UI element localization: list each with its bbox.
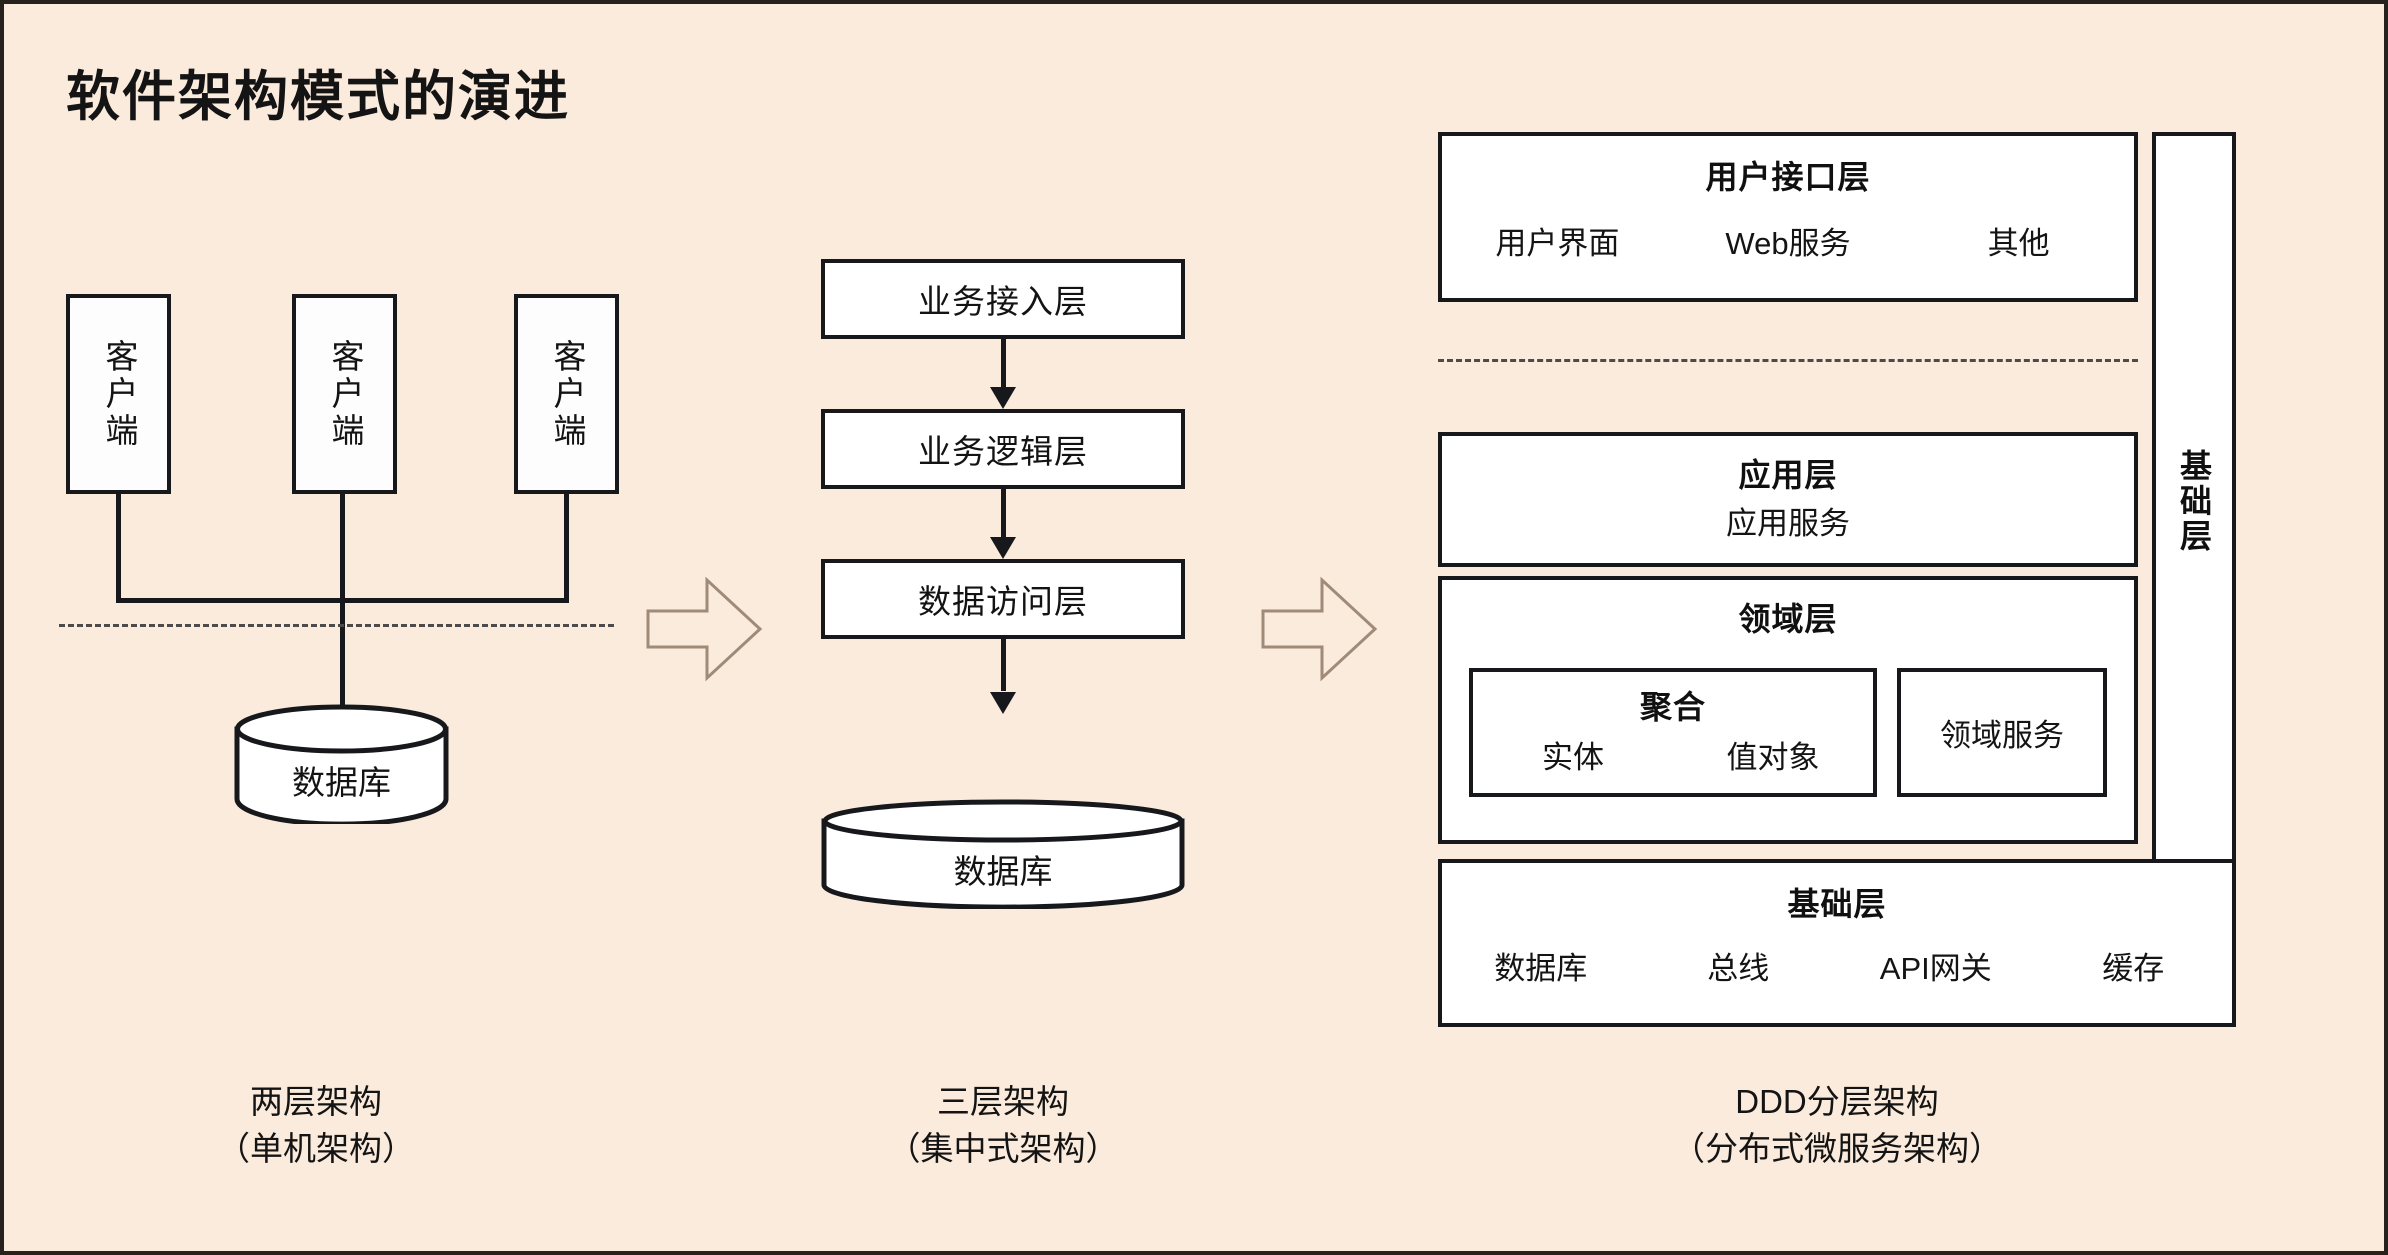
three-tier-arrow-1 — [821, 339, 1185, 409]
ddd-domain-layer-title: 领域层 — [1738, 601, 1838, 637]
page-title: 软件架构模式的演进 — [66, 67, 570, 127]
three-tier-layer-3[interactable]: 数据访问层 — [821, 559, 1185, 639]
ddd-infra-side-bar[interactable]: 基础层 — [2152, 132, 2236, 870]
evolution-arrow-1 — [644, 574, 764, 684]
ddd-infrastructure-layer-items: 数据库 总线 API网关 缓存 — [1442, 943, 2232, 988]
three-tier-layer-1-label: 业务接入层 — [918, 283, 1088, 320]
ddd-infra-side-bar-label: 基础层 — [2176, 448, 2212, 554]
ddd-infra-item-3[interactable]: API网关 — [1879, 951, 1992, 986]
ddd-application-layer[interactable]: 应用层 应用服务 — [1438, 432, 2138, 567]
client-3-connector — [564, 492, 569, 602]
ddd-application-layer-title: 应用层 — [1738, 457, 1838, 493]
ddd-aggregate-box[interactable]: 聚合 实体 值对象 — [1469, 668, 1877, 797]
ddd-infra-item-4[interactable]: 缓存 — [2102, 951, 2165, 986]
client-1-connector — [116, 492, 121, 602]
ddd-application-item-1[interactable]: 应用服务 — [1726, 506, 1850, 541]
client-2-to-db-connector — [340, 492, 345, 714]
three-tier-caption-line2: （集中式架构） — [887, 1129, 1119, 1167]
two-tier-caption-line1: 两层架构 — [250, 1083, 382, 1120]
ddd-application-layer-items: 应用服务 — [1442, 498, 2134, 543]
three-tier-layer-1[interactable]: 业务接入层 — [821, 259, 1185, 339]
ddd-aggregate-item-2[interactable]: 值对象 — [1726, 740, 1820, 775]
two-tier-separator — [59, 624, 614, 627]
ddd-domain-service-label: 领域服务 — [1940, 718, 2064, 753]
ddd-ui-layer-title: 用户接口层 — [1705, 159, 1871, 195]
three-tier-layer-2-label: 业务逻辑层 — [918, 433, 1088, 470]
ddd-ui-item-2[interactable]: Web服务 — [1725, 226, 1851, 261]
two-tier-database-label: 数据库 — [292, 764, 391, 801]
client-box-1-label: 客户端 — [100, 338, 138, 450]
three-tier-caption: 三层架构 （集中式架构） — [821, 1079, 1185, 1173]
client-box-3-label: 客户端 — [548, 338, 586, 450]
ddd-caption-line2: （分布式微服务架构） — [1672, 1129, 2002, 1167]
ddd-domain-service-box[interactable]: 领域服务 — [1897, 668, 2107, 797]
ddd-ui-layer[interactable]: 用户接口层 用户界面 Web服务 其他 — [1438, 132, 2138, 302]
ddd-ui-item-3[interactable]: 其他 — [1987, 226, 2050, 261]
client-box-2[interactable]: 客户端 — [292, 294, 397, 494]
three-tier-arrow-3 — [821, 639, 1185, 714]
two-tier-caption-line2: （单机架构） — [217, 1129, 415, 1167]
two-tier-database[interactable]: 数据库 — [234, 704, 449, 824]
ddd-infrastructure-layer-title: 基础层 — [1787, 886, 1887, 922]
ddd-layer-separator — [1438, 359, 2138, 362]
ddd-caption: DDD分层架构 （分布式微服务架构） — [1438, 1079, 2236, 1173]
three-tier-database-label: 数据库 — [953, 853, 1053, 890]
three-tier-caption-line1: 三层架构 — [937, 1083, 1069, 1120]
two-tier-caption: 两层架构 （单机架构） — [66, 1079, 566, 1173]
evolution-arrow-2 — [1259, 574, 1379, 684]
three-tier-arrow-2 — [821, 489, 1185, 559]
ddd-aggregate-title: 聚合 — [1639, 689, 1706, 725]
three-tier-layer-2[interactable]: 业务逻辑层 — [821, 409, 1185, 489]
three-tier-database[interactable]: 数据库 — [821, 799, 1185, 909]
client-box-2-label: 客户端 — [326, 338, 364, 450]
ddd-infra-item-1[interactable]: 数据库 — [1494, 951, 1588, 986]
ddd-aggregate-item-1[interactable]: 实体 — [1542, 740, 1604, 775]
client-box-1[interactable]: 客户端 — [66, 294, 171, 494]
ddd-infra-item-2[interactable]: 总线 — [1707, 951, 1770, 986]
client-box-3[interactable]: 客户端 — [514, 294, 619, 494]
ddd-caption-line1: DDD分层架构 — [1735, 1083, 1939, 1120]
ddd-ui-layer-items: 用户界面 Web服务 其他 — [1442, 218, 2134, 263]
ddd-infrastructure-layer[interactable]: 基础层 数据库 总线 API网关 缓存 — [1438, 859, 2236, 1027]
ddd-aggregate-items: 实体 值对象 — [1473, 732, 1873, 777]
ddd-ui-item-1[interactable]: 用户界面 — [1495, 226, 1620, 261]
three-tier-layer-3-label: 数据访问层 — [918, 583, 1088, 620]
